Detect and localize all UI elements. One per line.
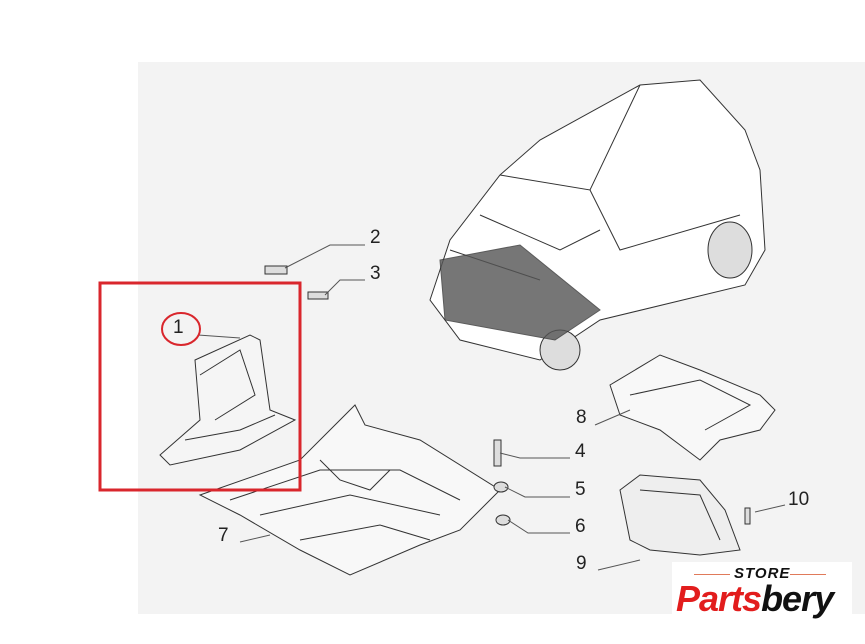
leader-lines: [197, 244, 786, 571]
callout-8: 8: [576, 407, 587, 428]
highlight-box: [98, 281, 302, 492]
callout-3: 3: [370, 263, 381, 284]
part-3-screw: [307, 291, 329, 300]
part-9-cover: [619, 474, 741, 556]
callout-4: 4: [575, 441, 586, 462]
logo-brand-red: Parts: [676, 578, 762, 619]
part-8-bracket: [609, 354, 776, 461]
callout-5: 5: [575, 479, 586, 500]
part-5-washer: [493, 481, 509, 493]
part-4-bolt: [493, 439, 502, 467]
fasteners: [264, 265, 751, 526]
logo-store-text: STORE: [734, 565, 791, 582]
part-2-screw: [264, 265, 288, 275]
callout-1: 1: [173, 317, 184, 338]
logo-brand-black: bery: [761, 578, 834, 619]
logo-brand: Partsbery: [676, 578, 834, 620]
callout-9: 9: [576, 553, 587, 574]
part-6-washer: [495, 514, 511, 526]
callout-10: 10: [788, 489, 810, 510]
callout-7: 7: [218, 525, 229, 546]
van-illustration: [429, 79, 766, 371]
part-7-underbody-panel: [198, 404, 501, 576]
callout-6: 6: [575, 516, 586, 537]
part-1-shield: [159, 334, 297, 466]
highlight-circle: [161, 312, 201, 346]
partsbery-logo: STORE Partsbery: [672, 562, 852, 632]
part-10-screw: [744, 507, 751, 525]
callout-2: 2: [370, 227, 381, 248]
